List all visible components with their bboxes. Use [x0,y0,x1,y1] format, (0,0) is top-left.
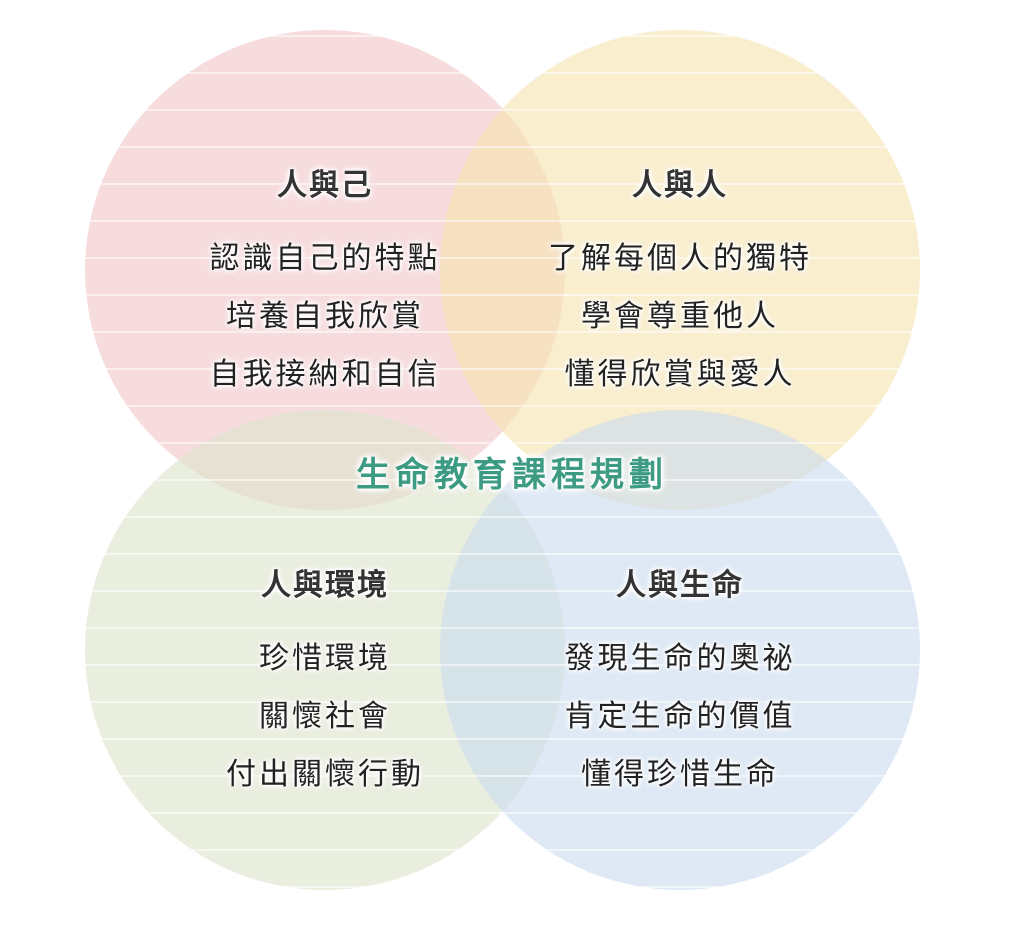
quadrant-others-item: 了解每個人的獨特 [548,241,812,276]
quadrant-others: 人與人 了解每個人的獨特 學會尊重他人 懂得欣賞與愛人 [520,160,840,404]
quadrant-environment-item: 珍惜環境 [259,641,391,676]
center-title: 生命教育課程規劃 [356,455,668,495]
quadrant-self: 人與己 認識自己的特點 培養自我欣賞 自我接納和自信 [175,160,475,404]
quadrant-others-item: 懂得欣賞與愛人 [564,357,796,392]
quadrant-self-title: 人與己 [277,168,373,203]
quadrant-others-title: 人與人 [632,168,728,203]
quadrant-life-title: 人與生命 [616,568,744,603]
quadrant-environment: 人與環境 珍惜環境 關懷社會 付出關懷行動 [175,560,475,804]
quadrant-environment-title: 人與環境 [261,568,389,603]
quadrant-life: 人與生命 發現生命的奧祕 肯定生命的價值 懂得珍惜生命 [520,560,840,804]
quadrant-self-item: 認識自己的特點 [209,241,441,276]
quadrant-self-item: 自我接納和自信 [209,357,441,392]
quadrant-life-item: 懂得珍惜生命 [581,757,779,792]
quadrant-others-item: 學會尊重他人 [581,299,779,334]
quadrant-environment-item: 付出關懷行動 [226,757,424,792]
quadrant-life-item: 肯定生命的價值 [564,699,796,734]
quadrant-self-item: 培養自我欣賞 [226,299,424,334]
quadrant-life-item: 發現生命的奧祕 [564,641,796,676]
quadrant-environment-item: 關懷社會 [259,699,391,734]
